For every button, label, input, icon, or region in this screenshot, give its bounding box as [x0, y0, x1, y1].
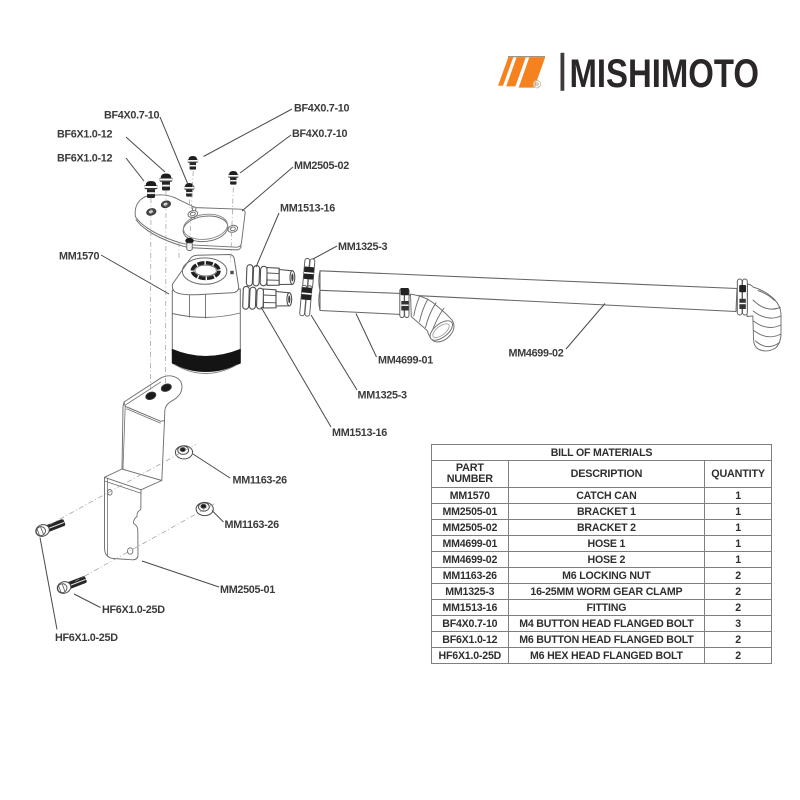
svg-text:HF6X1.0-25D: HF6X1.0-25D	[55, 632, 118, 644]
svg-text:MM4699-02: MM4699-02	[509, 348, 564, 360]
svg-text:MM4699-01: MM4699-01	[378, 354, 433, 366]
svg-text:R: R	[535, 83, 539, 89]
svg-text:MM1163-26: MM1163-26	[225, 519, 280, 531]
svg-text:BF4X0.7-10: BF4X0.7-10	[294, 102, 350, 114]
svg-text:MM2505-02: MM2505-02	[294, 160, 349, 172]
svg-text:BF6X1.0-12: BF6X1.0-12	[57, 129, 113, 141]
svg-text:HF6X1.0-25D: HF6X1.0-25D	[102, 604, 165, 616]
svg-text:MM1325-3: MM1325-3	[338, 241, 388, 253]
svg-text:MM1570: MM1570	[59, 251, 100, 263]
svg-text:MM1513-16: MM1513-16	[280, 203, 335, 215]
svg-text:MISHIMOTO: MISHIMOTO	[570, 52, 760, 96]
svg-text:MM1163-26: MM1163-26	[233, 475, 288, 487]
svg-text:BF6X1.0-12: BF6X1.0-12	[57, 153, 113, 165]
svg-text:MM1325-3: MM1325-3	[358, 390, 408, 402]
svg-text:MM1513-16: MM1513-16	[332, 427, 387, 439]
svg-text:BF4X0.7-10: BF4X0.7-10	[292, 128, 348, 140]
svg-text:MM2505-01: MM2505-01	[220, 584, 275, 596]
svg-text:BF4X0.7-10: BF4X0.7-10	[104, 109, 160, 121]
